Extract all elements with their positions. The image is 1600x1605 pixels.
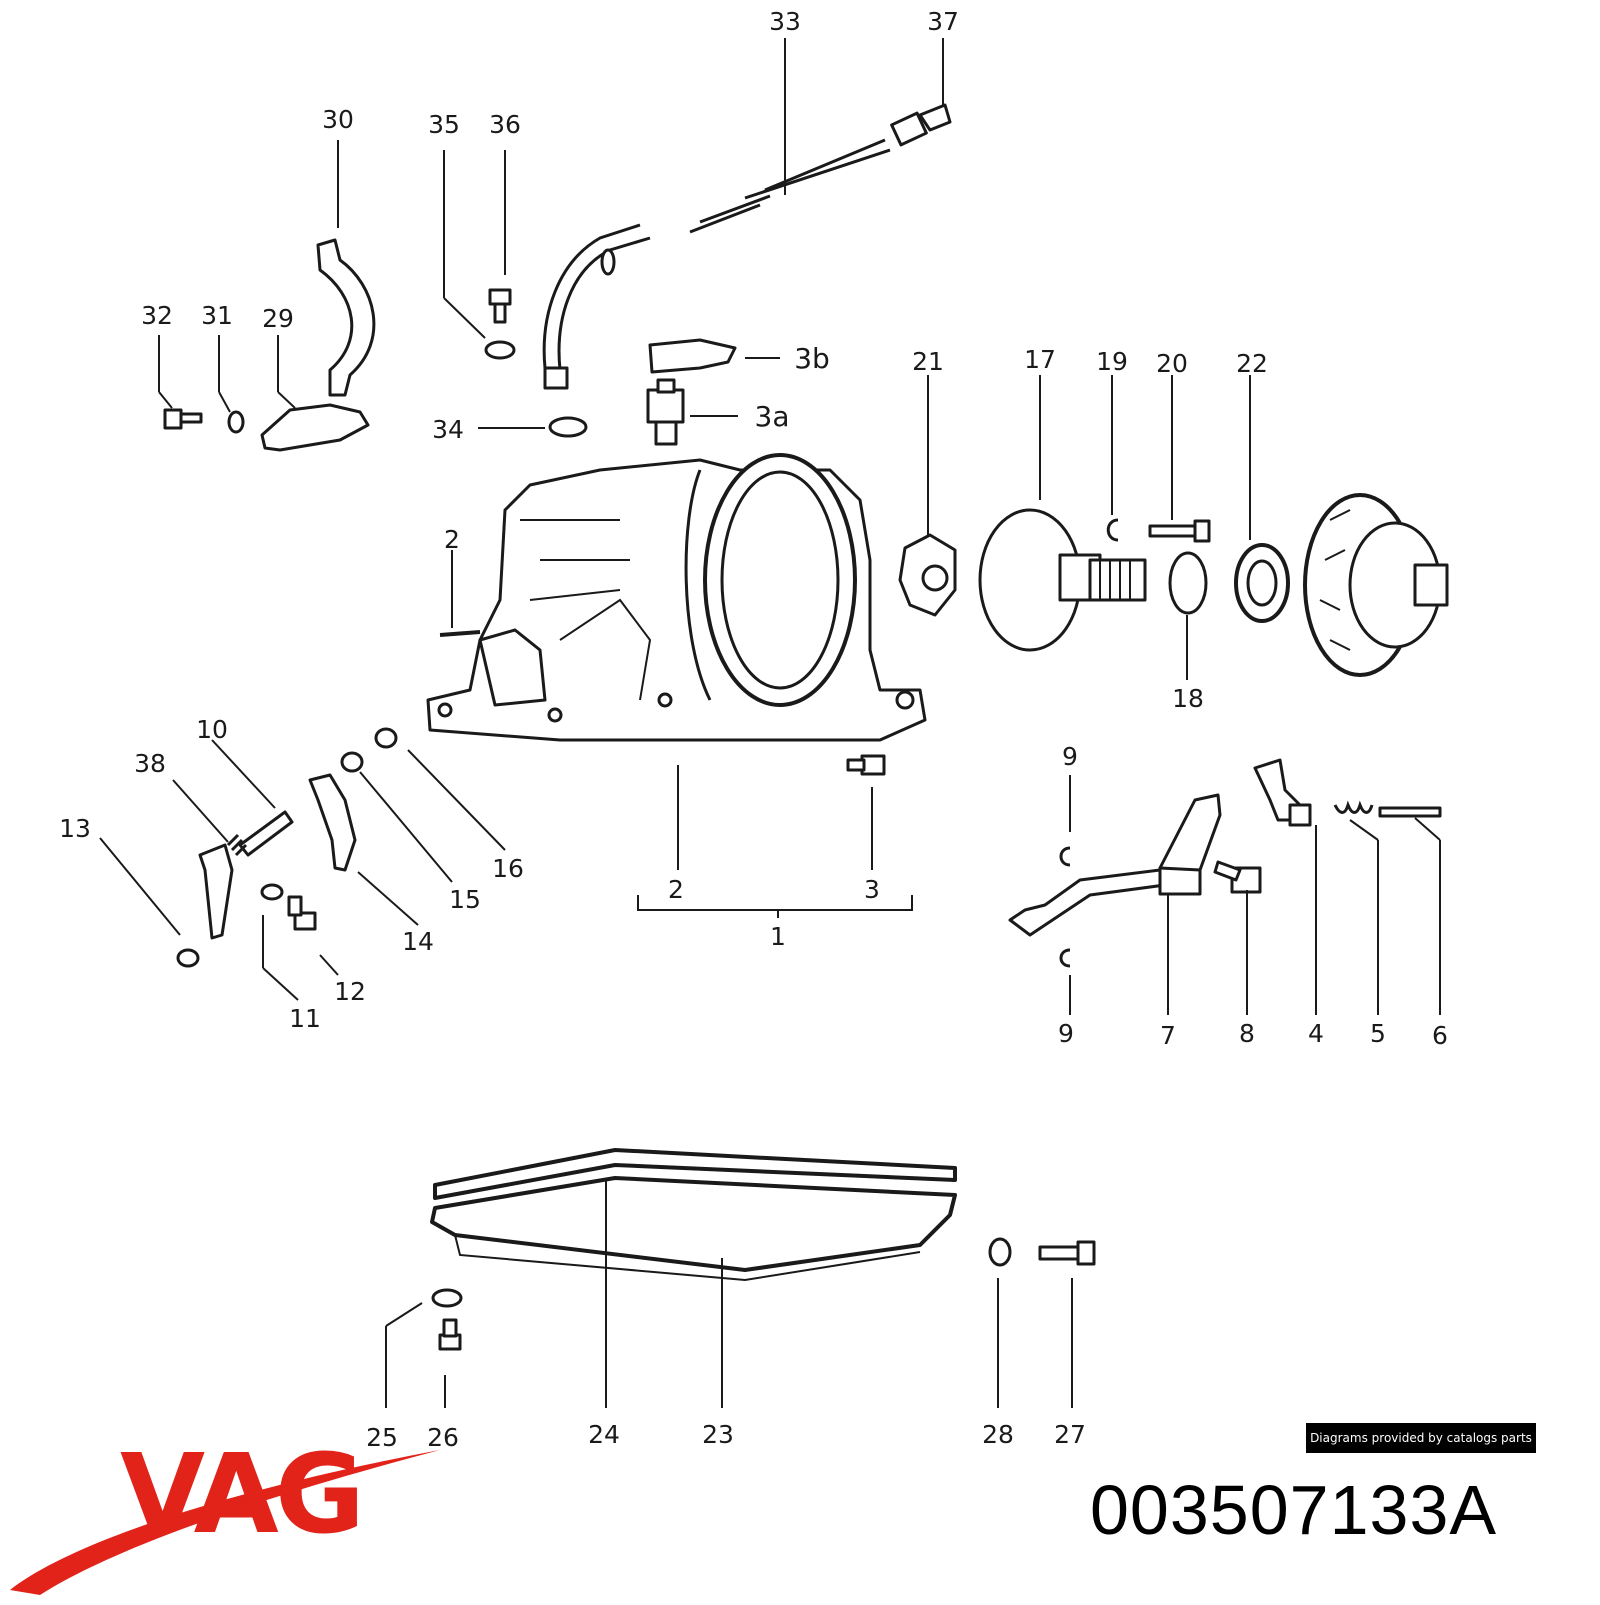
label-4: 4 bbox=[1308, 1019, 1324, 1048]
label-17: 17 bbox=[1024, 345, 1056, 374]
label-12: 12 bbox=[334, 977, 366, 1006]
circlip-9-lower-part bbox=[1059, 948, 1071, 968]
label-34: 34 bbox=[432, 415, 464, 444]
label-38: 38 bbox=[134, 749, 166, 778]
bolt-26-part bbox=[438, 1318, 462, 1351]
label-2-lower: 2 bbox=[668, 875, 684, 904]
lever-13-part bbox=[198, 843, 234, 940]
spring-5-part bbox=[1333, 800, 1374, 814]
bracket-29-part bbox=[260, 403, 370, 452]
pump-gear-assembly-part bbox=[1303, 493, 1449, 677]
transmission-housing-part bbox=[426, 453, 927, 742]
lever-4-part bbox=[1253, 758, 1312, 827]
label-11: 11 bbox=[289, 1004, 321, 1033]
ring-18-part bbox=[1168, 551, 1208, 615]
seal-34-part bbox=[548, 416, 588, 438]
circlip-19-part bbox=[1106, 518, 1119, 542]
label-37: 37 bbox=[927, 7, 959, 36]
label-8: 8 bbox=[1239, 1019, 1255, 1048]
nut-16-part bbox=[374, 727, 398, 749]
label-9-upper: 9 bbox=[1062, 742, 1078, 771]
pin-6-part bbox=[1378, 806, 1442, 818]
label-31: 31 bbox=[201, 301, 233, 330]
label-18: 18 bbox=[1172, 684, 1204, 713]
lever-7-part bbox=[1008, 793, 1222, 937]
washer-22-part bbox=[1234, 543, 1290, 623]
gasket-24-part bbox=[433, 1148, 957, 1200]
label-28: 28 bbox=[982, 1420, 1014, 1449]
label-24: 24 bbox=[588, 1420, 620, 1449]
shaft-10-part bbox=[238, 810, 294, 857]
bracket-30-part bbox=[316, 238, 376, 397]
label-3a: 3a bbox=[755, 400, 790, 433]
label-33: 33 bbox=[769, 7, 801, 36]
bolt-27-part bbox=[1038, 1240, 1096, 1266]
bolt-36-part bbox=[488, 288, 512, 324]
callout-labels: 33 37 30 35 36 32 31 29 34 3b 3a 2 21 17… bbox=[59, 7, 1448, 1452]
circlip-9-upper-part bbox=[1059, 846, 1071, 867]
label-7: 7 bbox=[1160, 1021, 1176, 1050]
washer-25-part bbox=[431, 1288, 463, 1308]
label-29: 29 bbox=[262, 304, 294, 333]
label-25: 25 bbox=[366, 1423, 398, 1452]
label-2-upper: 2 bbox=[444, 525, 460, 554]
label-19: 19 bbox=[1096, 347, 1128, 376]
label-3: 3 bbox=[864, 875, 880, 904]
label-6: 6 bbox=[1432, 1021, 1448, 1050]
screw-12-part bbox=[287, 895, 317, 931]
washer-35-part bbox=[484, 340, 516, 360]
washer-28-part bbox=[988, 1237, 1012, 1267]
label-14: 14 bbox=[402, 927, 434, 956]
logo-swoosh bbox=[10, 1450, 440, 1595]
washer-11-part bbox=[260, 883, 284, 901]
diagram-credit-badge: Diagrams provided by catalogs parts bbox=[1306, 1423, 1536, 1453]
spring-38-part bbox=[226, 833, 248, 857]
label-22: 22 bbox=[1236, 349, 1268, 378]
bolt-32-part bbox=[163, 408, 203, 430]
washer-31-part bbox=[227, 410, 245, 434]
label-36: 36 bbox=[489, 110, 521, 139]
logo-wordmark: VAG bbox=[120, 1440, 361, 1558]
label-27: 27 bbox=[1054, 1420, 1086, 1449]
pin-8-part bbox=[1213, 860, 1262, 894]
label-21: 21 bbox=[912, 347, 944, 376]
label-5: 5 bbox=[1370, 1019, 1386, 1048]
label-30: 30 bbox=[322, 105, 354, 134]
oil-pan-23-part bbox=[430, 1176, 957, 1282]
part-number: 003507133A bbox=[1090, 1471, 1498, 1549]
washer-15-part bbox=[340, 751, 364, 773]
label-9-lower: 9 bbox=[1058, 1019, 1074, 1048]
plate-21-part bbox=[898, 533, 957, 617]
label-16: 16 bbox=[492, 854, 524, 883]
plug-3-part bbox=[846, 754, 886, 776]
label-3b: 3b bbox=[794, 342, 830, 375]
bolt-20-part bbox=[1148, 519, 1211, 543]
label-15: 15 bbox=[449, 885, 481, 914]
label-35: 35 bbox=[428, 110, 460, 139]
cap-3b-part bbox=[648, 338, 737, 374]
switch-3a-part bbox=[646, 378, 685, 446]
label-13: 13 bbox=[59, 814, 91, 843]
label-32: 32 bbox=[141, 301, 173, 330]
label-1: 1 bbox=[770, 922, 786, 951]
label-20: 20 bbox=[1156, 349, 1188, 378]
dipstick-cap-part bbox=[890, 103, 952, 147]
lever-14-part bbox=[308, 773, 357, 872]
label-23: 23 bbox=[702, 1420, 734, 1449]
leader-lines bbox=[99, 38, 1441, 1408]
label-26: 26 bbox=[427, 1423, 459, 1452]
vag-logo: VAG bbox=[10, 1440, 440, 1595]
spring-13-part bbox=[176, 948, 200, 968]
label-10: 10 bbox=[196, 715, 228, 744]
pump-cover-17-part bbox=[978, 508, 1147, 652]
